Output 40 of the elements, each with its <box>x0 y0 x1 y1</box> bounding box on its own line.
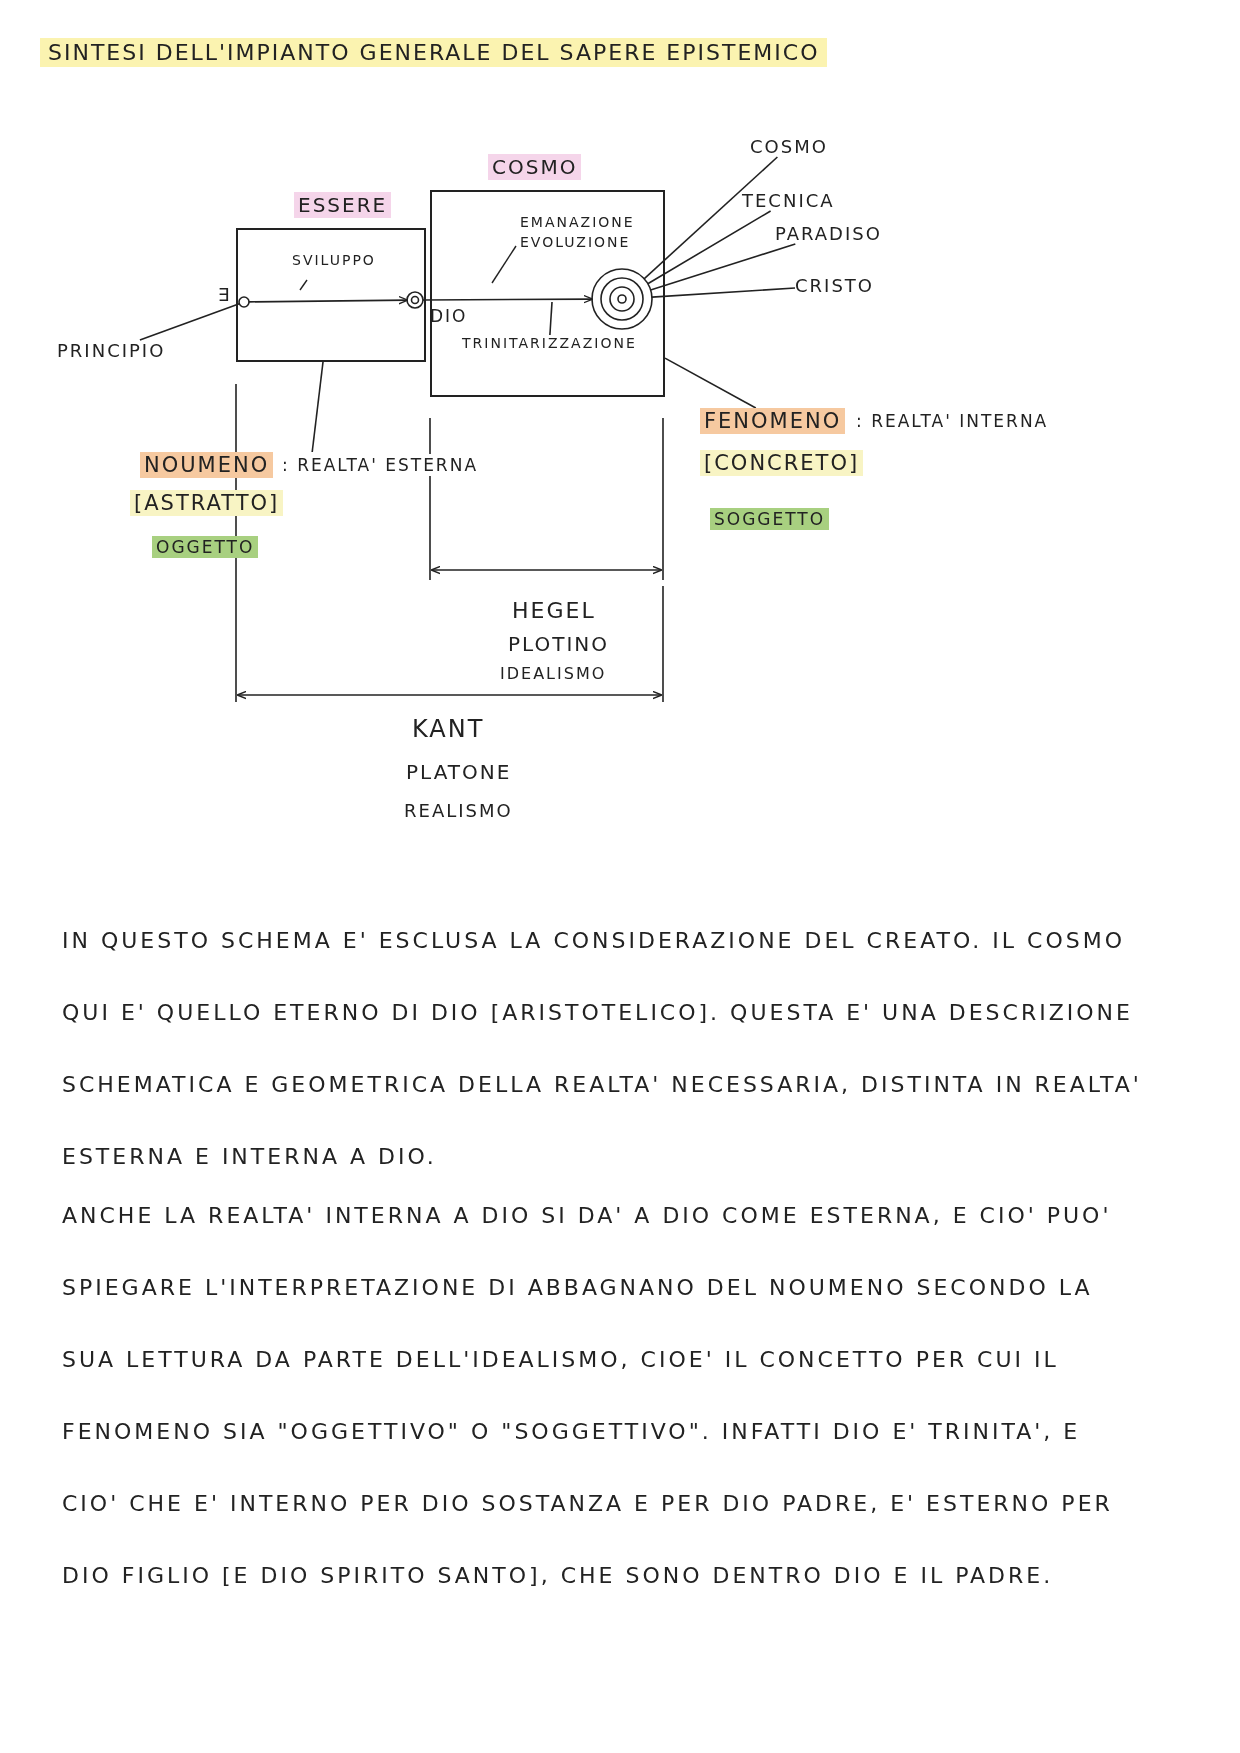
leader-line <box>647 210 772 285</box>
annotation-text: [CONCRETO] <box>700 450 864 476</box>
leader-line <box>649 243 797 291</box>
box-heading: COSMO <box>488 154 582 180</box>
text-label: IDEALISMO <box>500 664 607 683</box>
text-label: DIO <box>430 306 468 326</box>
paragraph: ANCHE LA REALTA' INTERNA A DIO SI DA' A DIO COME ESTERNA, E CIO' PUO' SPIEGARE L'INTERPRETAZIONE DI ABBAGNANO DEL NOUMENO SECONDO LA SUA LETTURA DA PARTE DELL'IDEALISMO, CIOE' IL CONCETTO PER CUI IL FENOMENO SIA "OGGETTIVO" O "SOGGETTIVO". INFATTI DIO E' TRINITA', E CIO' CHE E' INTERNO PER DIO SOSTANZA E PER DIO PADRE, E' ESTERNO PER DIO FIGLIO [E DIO SPIRITO SANTO], CHE SONO DENTRO DIO E IL PADRE. <box>62 1202 1114 1590</box>
arrow <box>422 245 594 304</box>
edge-label: EMANAZIONE EVOLUZIONE <box>520 213 636 252</box>
annotation-text: SOGGETTO <box>710 508 830 530</box>
annotation-label: COSMO <box>750 136 828 157</box>
text-label: PLATONE <box>406 760 512 784</box>
leader-line <box>311 361 324 453</box>
annotation-text: OGGETTO <box>152 536 259 558</box>
annotation-label: CRISTO <box>795 275 874 296</box>
leader-line <box>651 287 796 298</box>
text-label: PLOTINO <box>508 632 610 656</box>
annotation-label: PARADISO <box>775 223 882 244</box>
title: SINTESI DELL'IMPIANTO GENERALE DEL SAPERE EPISTEMICO <box>40 38 828 67</box>
leader-line <box>139 302 241 341</box>
circle-marker <box>237 295 251 309</box>
annotation-label: TECNICA <box>742 190 835 211</box>
leader-line <box>549 301 553 336</box>
circle-marker <box>405 290 425 310</box>
leader-line <box>643 156 779 280</box>
arrow <box>248 279 409 305</box>
text-label: REALISMO <box>404 800 513 821</box>
paragraph: IN QUESTO SCHEMA E' ESCLUSA LA CONSIDERAZIONE DEL CREATO. IL COSMO QUI E' QUELLO ETERNO DI DIO [ARISTOTELICO]. QUESTA E' UNA DESCRIZIONE SCHEMATICA E GEOMETRICA DELLA REALTA' NECESSARIA, DISTINTA IN REALTA' ESTERNA E INTERNA A DIO. <box>62 927 1142 1171</box>
box-heading: ESSERE <box>294 192 392 218</box>
annotation-text: NOUMENO <box>140 452 274 478</box>
circle-marker <box>590 267 654 331</box>
leader-line <box>664 357 757 409</box>
text-label: KANT <box>412 715 485 743</box>
annotation-label: TRINITARIZZAZIONE <box>462 335 637 351</box>
node-caption: ∃ <box>218 284 232 305</box>
annotation-label: PRINCIPIO <box>57 340 166 361</box>
text-label: HEGEL <box>512 598 596 623</box>
annotation-text: FENOMENO <box>700 408 846 434</box>
annotation-text: [ASTRATTO] <box>130 490 284 516</box>
edge-label: SVILUPPO <box>292 251 377 270</box>
